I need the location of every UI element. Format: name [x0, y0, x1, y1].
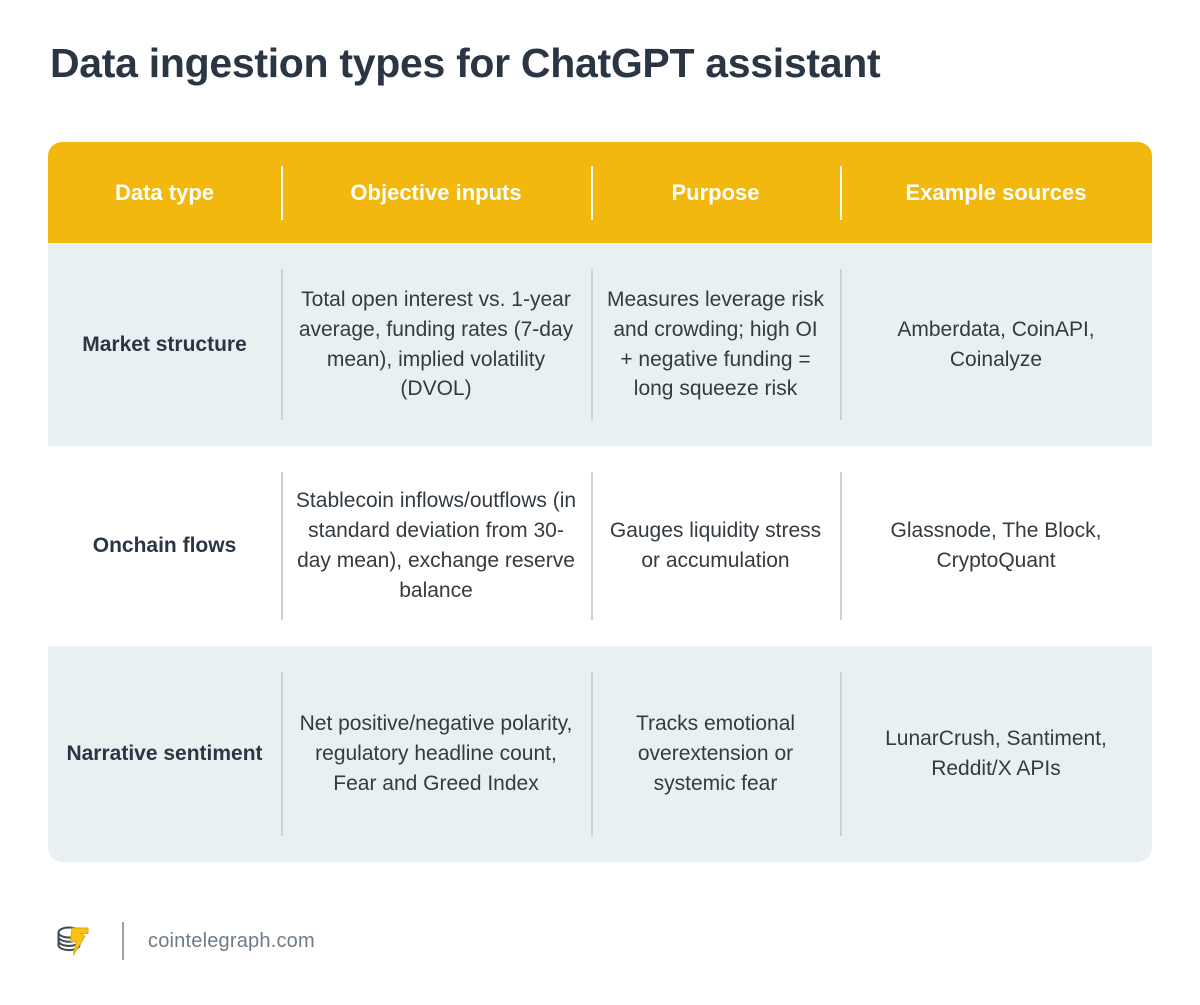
cell-text: Stablecoin inflows/outflows (in standard…	[295, 489, 577, 602]
column-header-data-type: Data type	[48, 180, 281, 206]
column-header-purpose: Purpose	[591, 165, 840, 220]
column-header-label: Data type	[114, 179, 215, 205]
table-row: Onchain flows Stablecoin inflows/outflow…	[48, 446, 1152, 646]
page-title: Data ingestion types for ChatGPT assista…	[50, 40, 881, 86]
cell-example-sources: Amberdata, CoinAPI, Coinalyze	[840, 243, 1152, 446]
cell-divider-icon	[591, 269, 593, 420]
header-divider-icon	[281, 165, 283, 220]
column-header-label: Objective inputs	[350, 179, 522, 205]
footer-divider-icon	[122, 922, 124, 960]
column-header-label: Example sources	[905, 179, 1087, 205]
cell-purpose: Gauges liquidity stress or accumulation	[591, 446, 840, 646]
cell-divider-icon	[281, 269, 283, 420]
data-ingestion-table: Data type Objective inputs Purpose Examp…	[48, 142, 1152, 862]
cointelegraph-logo-icon	[50, 918, 96, 964]
cell-text: Measures leverage risk and crowding; hig…	[606, 287, 825, 401]
table-row: Market structure Total open interest vs.…	[48, 243, 1152, 446]
column-header-example-sources: Example sources	[840, 165, 1152, 220]
cell-text: Glassnode, The Block, CryptoQuant	[890, 519, 1102, 572]
cell-divider-icon	[281, 672, 283, 836]
cell-example-sources: Glassnode, The Block, CryptoQuant	[840, 446, 1152, 646]
header-divider-icon	[840, 165, 842, 220]
cell-text: Narrative sentiment	[66, 742, 263, 766]
cell-data-type: Narrative sentiment	[48, 646, 281, 862]
cell-divider-icon	[840, 672, 842, 836]
header-divider-icon	[591, 165, 593, 220]
cell-data-type: Onchain flows	[48, 446, 281, 646]
table-header-row: Data type Objective inputs Purpose Examp…	[48, 142, 1152, 243]
cell-purpose: Measures leverage risk and crowding; hig…	[591, 243, 840, 446]
cell-example-sources: LunarCrush, Santiment, Reddit/X APIs	[840, 646, 1152, 862]
cell-divider-icon	[591, 472, 593, 620]
footer-website-url[interactable]: cointelegraph.com	[148, 929, 315, 952]
cell-divider-icon	[281, 472, 283, 620]
column-header-label: Purpose	[671, 179, 760, 205]
column-header-objective-inputs: Objective inputs	[281, 165, 591, 220]
cell-purpose: Tracks emotional overextension or system…	[591, 646, 840, 862]
table-row: Narrative sentiment Net positive/negativ…	[48, 646, 1152, 862]
cell-objective-inputs: Stablecoin inflows/outflows (in standard…	[281, 446, 591, 646]
cell-divider-icon	[591, 672, 593, 836]
cell-data-type: Market structure	[48, 243, 281, 446]
cell-objective-inputs: Net positive/negative polarity, regulato…	[281, 646, 591, 862]
cell-text: Tracks emotional overextension or system…	[635, 712, 796, 795]
footer: cointelegraph.com	[50, 915, 315, 967]
cell-text: Amberdata, CoinAPI, Coinalyze	[897, 317, 1095, 371]
cell-text: Onchain flows	[92, 534, 237, 558]
cell-text: Total open interest vs. 1-year average, …	[298, 287, 574, 401]
cell-text: Net positive/negative polarity, regulato…	[299, 712, 573, 795]
cell-divider-icon	[840, 269, 842, 420]
cell-divider-icon	[840, 472, 842, 620]
cell-text: Gauges liquidity stress or accumulation	[609, 519, 822, 572]
cell-objective-inputs: Total open interest vs. 1-year average, …	[281, 243, 591, 446]
cell-text: Market structure	[82, 332, 247, 356]
cell-text: LunarCrush, Santiment, Reddit/X APIs	[885, 727, 1107, 780]
